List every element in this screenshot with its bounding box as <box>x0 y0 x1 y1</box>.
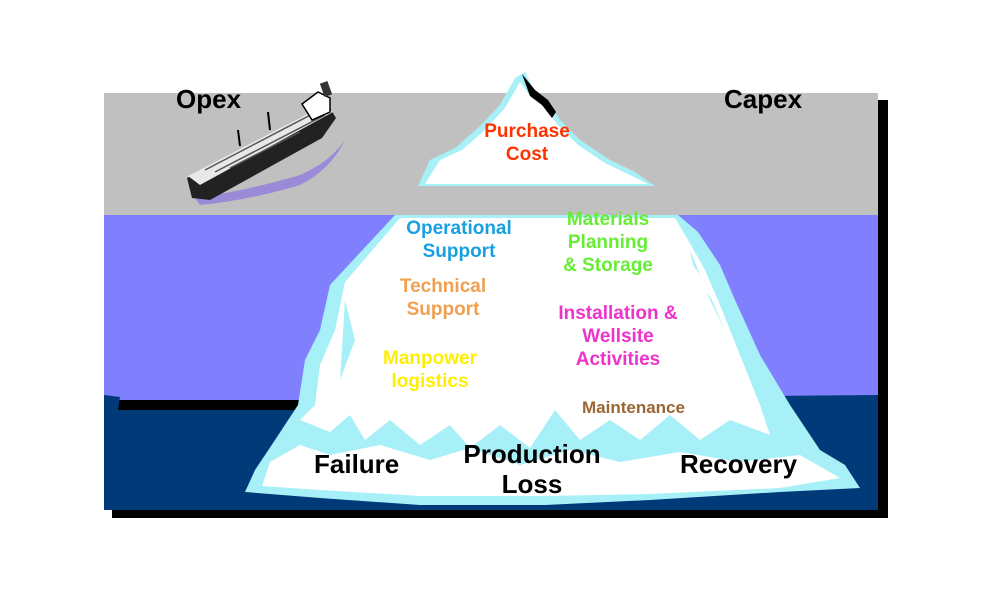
iceberg-icon <box>245 215 860 505</box>
purchase-cost-line-1: Purchase <box>484 121 570 142</box>
installation-line-2: Wellsite <box>582 325 654 347</box>
ship-masts <box>237 111 271 147</box>
materials-planning-line-1: Materials <box>566 209 650 230</box>
ice-streak <box>690 250 700 275</box>
operational-support-line-1: Operational <box>406 218 512 239</box>
opex-label: Opex <box>176 84 242 114</box>
purchase-cost-line-2: Cost <box>505 143 549 165</box>
technical-support-line-2: Support <box>406 298 480 320</box>
ship-hull <box>187 108 336 200</box>
installation-line-1: Installation & <box>558 303 678 324</box>
operational-support-label: Operational Support <box>396 218 522 264</box>
materials-planning-label: Materials Planning & Storage <box>552 209 664 277</box>
iceberg-body <box>300 218 770 448</box>
iceberg-base-lower <box>262 445 840 496</box>
iceberg-tip-body <box>425 82 648 184</box>
tanker-ship-icon <box>187 81 345 205</box>
purchase-cost-label: Purchase Cost <box>474 121 580 167</box>
installation-label: Installation & Wellsite Activities <box>547 303 689 371</box>
manpower-logistics-line-1: Manpower <box>383 348 477 369</box>
ship-funnel <box>319 81 333 97</box>
ice-streak <box>340 300 355 380</box>
technical-support-label: Technical Support <box>388 276 498 322</box>
ship-superstructure <box>300 91 331 121</box>
installation-line-3: Activities <box>575 348 661 370</box>
ship-deck-lines <box>204 109 326 173</box>
production-loss-label: Production Loss <box>452 439 612 500</box>
manpower-logistics-line-2: logistics <box>391 370 469 392</box>
ice-streak <box>705 290 725 330</box>
materials-planning-line-2: Planning <box>567 231 649 253</box>
technical-support-line-1: Technical <box>399 276 487 297</box>
materials-planning-line-3: & Storage <box>563 254 653 276</box>
production-loss-line-1: Production <box>463 439 601 469</box>
recovery-label: Recovery <box>680 449 798 479</box>
manpower-logistics-label: Manpower logistics <box>372 348 488 394</box>
operational-support-line-2: Support <box>422 240 496 262</box>
maintenance-label: Maintenance <box>582 398 685 417</box>
iceberg-tip-rock <box>522 74 556 118</box>
failure-label: Failure <box>314 449 400 479</box>
capex-label: Capex <box>724 84 803 114</box>
production-loss-line-2: Loss <box>501 468 563 499</box>
ship-deck <box>188 105 333 185</box>
iceberg-tip <box>418 72 655 186</box>
